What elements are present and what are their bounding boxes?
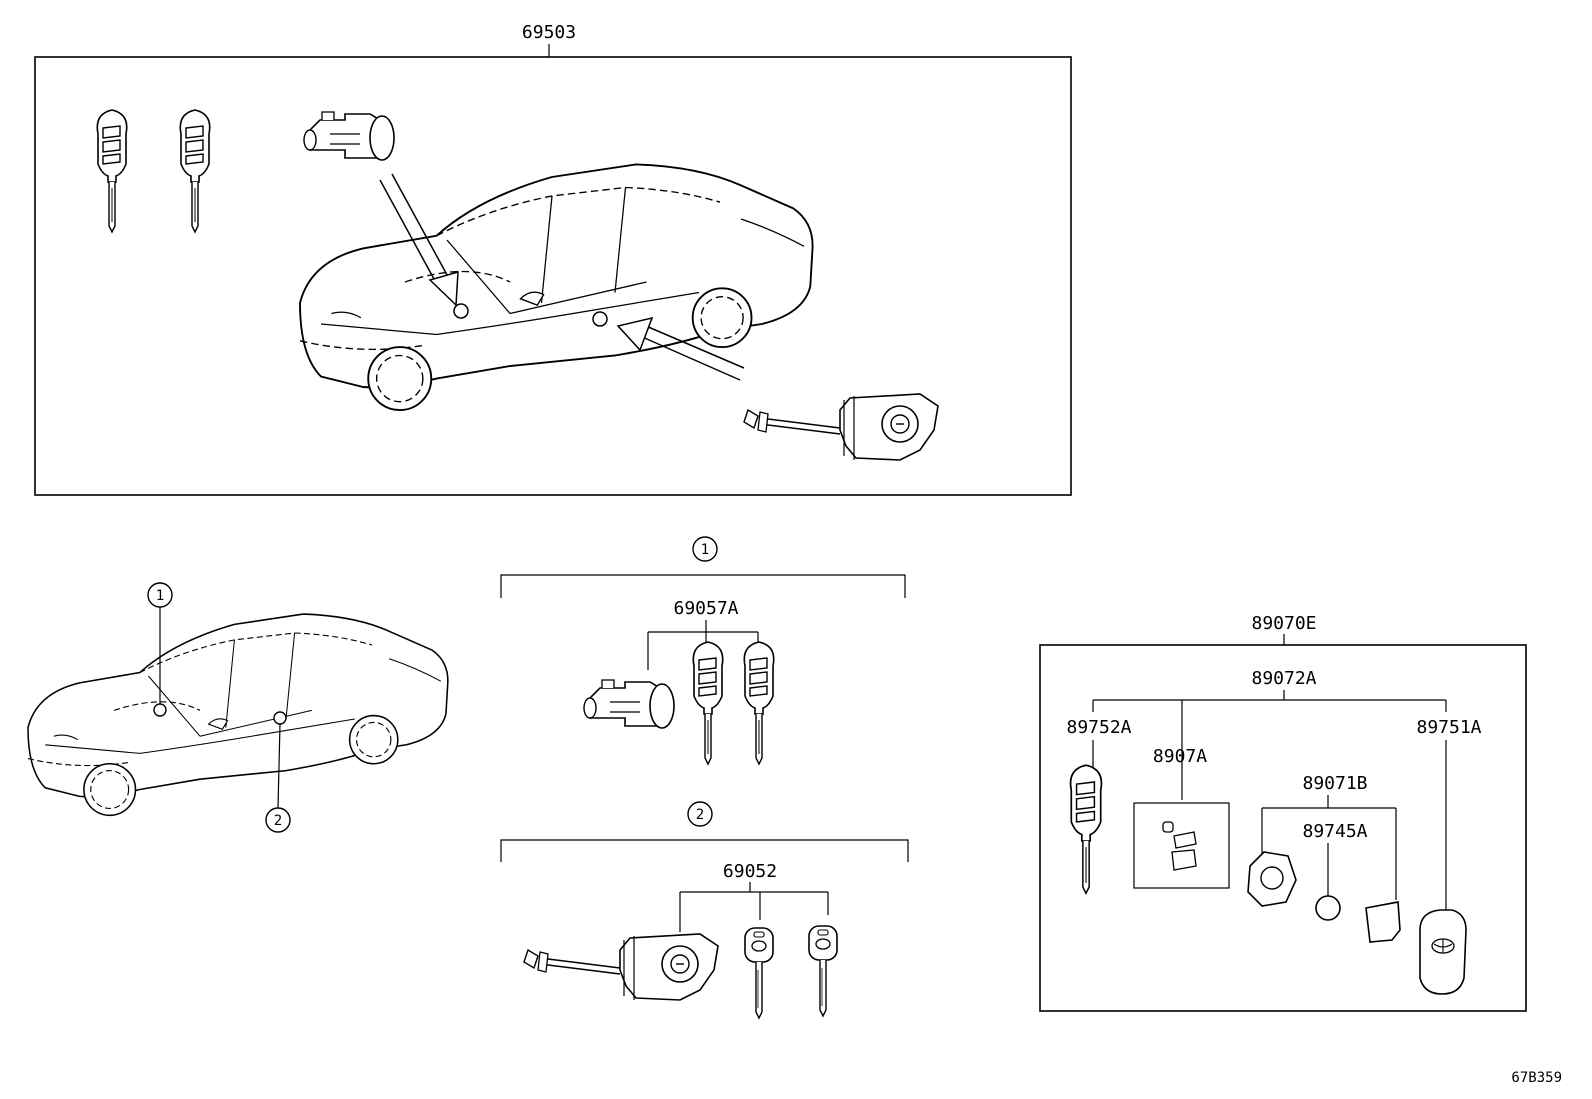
group-2-leaders <box>679 882 829 932</box>
kit-top-frame <box>34 56 1072 496</box>
group-1-header: 1 <box>500 536 906 598</box>
battery-icon <box>1315 895 1341 921</box>
group-1-leaders <box>647 620 759 670</box>
group-2-part-label: 69052 <box>723 861 777 882</box>
group-2-header: 2 <box>500 801 909 862</box>
kit-top-label: 69503 <box>522 22 576 43</box>
key-remote-icon <box>1069 764 1103 895</box>
kit-right-label: 89070E <box>1251 613 1316 634</box>
svg-text:2: 2 <box>274 813 282 829</box>
key-remote-icon <box>743 641 775 765</box>
key-plain-icon <box>808 925 838 1017</box>
door-lock-cylinder-icon <box>743 393 939 461</box>
callout-2-car: 2 <box>265 723 291 833</box>
key-remote-icon <box>179 109 211 233</box>
car-illustration-bottom <box>27 613 449 817</box>
key-case-frame <box>1133 802 1230 889</box>
cover-plate-icon <box>1365 901 1401 943</box>
transmitter-label: 89071B <box>1302 773 1367 794</box>
ignition-cylinder-icon <box>583 679 675 729</box>
key-plain-icon <box>744 927 774 1019</box>
battery-label: 89745A <box>1302 821 1367 842</box>
remote-fob-icon <box>1419 909 1467 995</box>
svg-text:1: 1 <box>156 588 164 604</box>
svg-text:2: 2 <box>696 807 704 823</box>
key-case-label: 8907A <box>1153 746 1207 767</box>
key-left-label: 89752A <box>1066 717 1131 738</box>
door-lock-cylinder-icon <box>523 933 719 1001</box>
group-1-part-label: 69057A <box>673 598 738 619</box>
svg-text:1: 1 <box>701 542 709 558</box>
arrow-ignition <box>379 173 459 307</box>
key-right-label: 89751A <box>1416 717 1481 738</box>
transmitter-icon <box>1247 851 1297 907</box>
ignition-cylinder-icon <box>303 111 395 161</box>
sub-kit-leaders <box>1092 690 1447 800</box>
figure-code: 67B359 <box>1511 1070 1562 1086</box>
transmitter-leaders <box>1261 795 1397 900</box>
arrow-door <box>616 316 745 381</box>
key-remote-icon <box>96 109 128 233</box>
button-pad-icon <box>1162 821 1197 871</box>
callout-1-car: 1 <box>147 582 173 704</box>
car-illustration-top <box>299 163 814 412</box>
key-remote-icon <box>692 641 724 765</box>
sub-kit-label: 89072A <box>1251 668 1316 689</box>
kit-right-frame <box>1039 644 1527 1012</box>
